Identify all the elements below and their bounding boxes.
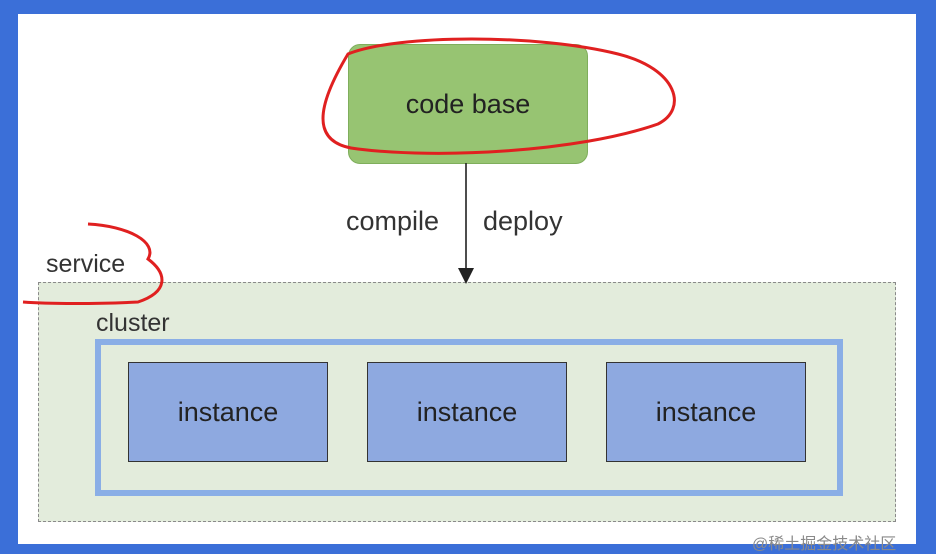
code-base-node: code base — [348, 44, 588, 164]
instance-label: instance — [655, 396, 757, 427]
service-label: service — [46, 250, 126, 278]
instance-label: instance — [416, 396, 518, 427]
compile-label: compile — [346, 206, 440, 236]
deploy-label: deploy — [483, 206, 563, 236]
diagram-canvas: code base compile deploy service cluster… — [18, 14, 916, 544]
watermark-text: @稀土掘金技术社区 — [752, 536, 897, 553]
instance-node-2: instance — [367, 362, 567, 462]
instance-label: instance — [177, 396, 279, 427]
instance-node-1: instance — [128, 362, 328, 462]
cluster-label: cluster — [96, 309, 170, 337]
instance-node-3: instance — [606, 362, 806, 462]
code-base-label: code base — [405, 88, 531, 119]
